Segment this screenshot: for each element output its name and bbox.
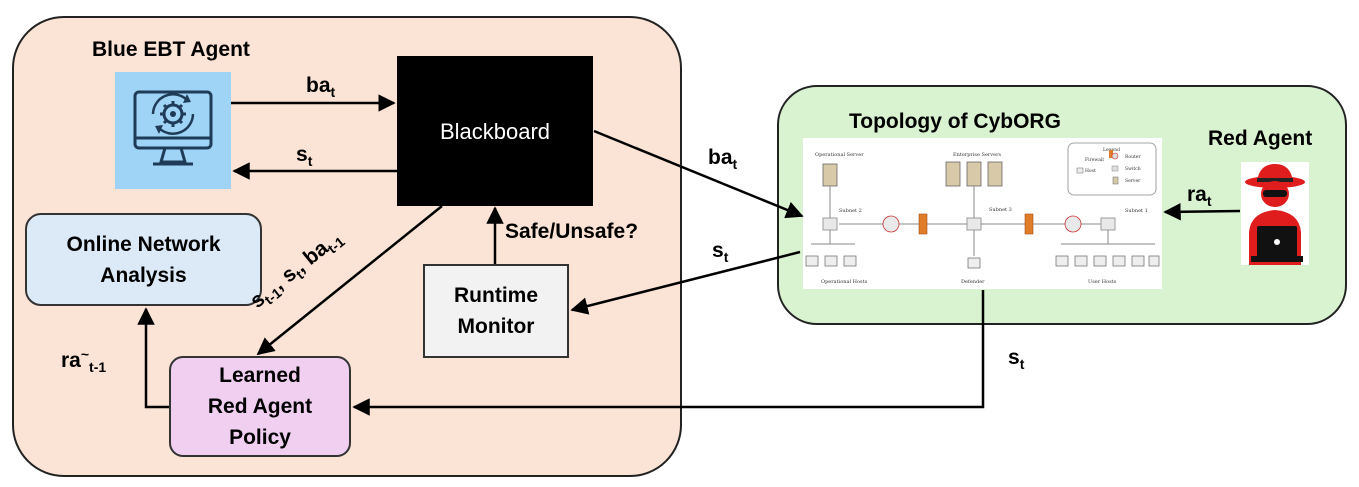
learned-policy-line1: Learned: [219, 364, 301, 387]
cyborg-topology-image: Operational Server Enterprise Servers Su…: [803, 138, 1162, 289]
legend-switch-icon: [1111, 165, 1119, 172]
arrow-blackboard-to-policy: [256, 205, 443, 356]
blackboard-label: Blackboard: [439, 118, 551, 144]
runtime-monitor-box: Runtime Monitor: [423, 264, 569, 358]
legend-firewall: Firewall: [1085, 157, 1104, 163]
online-network-analysis-line2: Analysis: [100, 263, 187, 287]
host-icon: [1093, 255, 1107, 267]
topology-title: Topology of CybORG: [849, 110, 1061, 133]
blue-agent-title: Blue EBT Agent: [92, 38, 250, 61]
user-hosts-label: User Hosts: [1088, 279, 1117, 285]
online-network-analysis-line1: Online Network: [66, 232, 221, 256]
switch-icon: [966, 217, 982, 231]
learned-policy-line3: Policy: [229, 426, 291, 449]
red-agent-icon-box: [1241, 162, 1309, 265]
arrow-policy-to-analysis: [137, 307, 169, 409]
legend-router: Router: [1125, 154, 1141, 160]
network-topology-diagram: Operational Server Enterprise Servers Su…: [805, 142, 1160, 285]
runtime-monitor-line1: Runtime: [454, 284, 538, 307]
label-safe-unsafe: Safe/Unsafe?: [505, 220, 639, 243]
enterprise-server-icon: [945, 161, 961, 187]
runtime-monitor-line2: Monitor: [457, 315, 535, 338]
host-icon: [843, 255, 857, 267]
host-icon: [1055, 255, 1069, 267]
legend-server-icon: [1112, 176, 1119, 185]
computer-gear-icon: [133, 90, 213, 166]
host-icon: [1074, 255, 1088, 267]
arrow-cyborg-to-policy: [352, 290, 985, 416]
hacker-icon: [1245, 164, 1305, 265]
blackboard-box: Blackboard: [397, 56, 593, 206]
label-s-t-bottom: st: [1008, 346, 1025, 372]
label-ra-tilde: ra~t-1: [61, 346, 107, 375]
defender-label: Defender: [961, 279, 985, 285]
host-icon: [1148, 255, 1160, 267]
label-ba-t-right: bat: [708, 146, 738, 172]
label-s-t-mid: st: [712, 239, 729, 265]
legend-host: Host: [1085, 168, 1096, 174]
firewall-icon: [1024, 213, 1034, 235]
operational-hosts-label: Operational Hosts: [821, 279, 868, 285]
arrow-cyborg-to-monitor: [570, 250, 801, 315]
switch-icon: [822, 217, 838, 231]
label-ba-t-top: bat: [306, 74, 336, 100]
host-icon: [1112, 255, 1126, 267]
legend-router-icon: [1111, 152, 1119, 160]
red-agent-title: Red Agent: [1208, 127, 1313, 150]
firewall-icon: [918, 213, 928, 235]
legend-host-icon: [1076, 167, 1084, 174]
legend-switch: Switch: [1125, 166, 1141, 172]
operational-server-label: Operational Server: [815, 152, 864, 158]
subnet2-label: Subnet 2: [839, 208, 862, 214]
subnet3-label: Subnet 3: [989, 207, 1012, 213]
legend-server: Server: [1125, 178, 1141, 184]
router-icon: [1064, 215, 1082, 233]
legend-firewall-icon: [1109, 150, 1113, 158]
arrow-red-to-cyborg: [1163, 203, 1241, 221]
enterprise-server-icon: [987, 161, 1003, 187]
label-s-t-left: st: [296, 143, 313, 169]
subnet1-label: Subnet 1: [1125, 208, 1148, 214]
host-icon: [805, 255, 819, 267]
defender-host-icon: [967, 257, 981, 269]
online-network-analysis-box: Online Network Analysis: [25, 213, 262, 306]
blue-agent-icon-box: [115, 72, 231, 189]
label-ra-t: rat: [1187, 183, 1212, 209]
host-icon: [824, 255, 838, 267]
learned-red-agent-policy-box: Learned Red Agent Policy: [169, 356, 351, 457]
learned-policy-line2: Red Agent: [207, 395, 313, 418]
arrow-blackboard-to-cyborg: [593, 129, 804, 219]
switch-icon: [1100, 217, 1116, 231]
enterprise-servers-label: Enterprise Servers: [953, 152, 1001, 158]
router-icon: [882, 215, 900, 233]
host-icon: [1131, 255, 1145, 267]
